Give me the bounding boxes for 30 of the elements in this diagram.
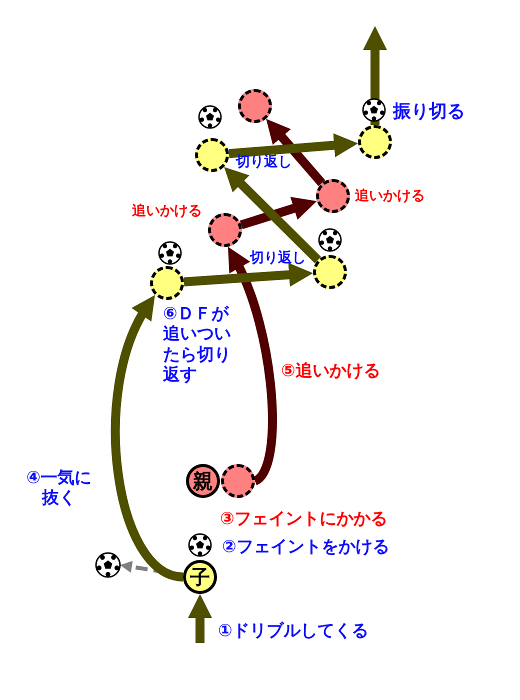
node-label: 追いかける bbox=[355, 188, 426, 205]
node-label: 切り返し bbox=[250, 250, 307, 267]
player-marker bbox=[221, 464, 255, 498]
arrow bbox=[266, 118, 326, 186]
player-marker bbox=[316, 179, 350, 213]
arrow bbox=[184, 262, 314, 287]
arrow bbox=[111, 294, 184, 582]
player-marker bbox=[313, 255, 347, 289]
edge-label: ⑤追いかける bbox=[281, 361, 382, 382]
arrow bbox=[188, 594, 212, 643]
node-label: 振り切る bbox=[393, 101, 466, 123]
node-label: ③フェイントにかかる bbox=[220, 509, 388, 530]
ball-icon bbox=[95, 552, 121, 578]
arrow bbox=[363, 26, 387, 125]
node-label: 切り返し bbox=[236, 154, 293, 171]
node-label: ⑥ＤＦが追いついたら切り返す bbox=[163, 304, 232, 386]
edge-label: ①ドリブルしてくる bbox=[218, 621, 370, 642]
player-circle: 親 bbox=[186, 464, 220, 498]
player-marker bbox=[238, 89, 272, 123]
arrow bbox=[224, 166, 322, 264]
node-label: ②フェイントをかける bbox=[222, 537, 390, 558]
player-marker bbox=[208, 213, 242, 247]
node-label: 追いかける bbox=[132, 203, 203, 220]
player-marker bbox=[150, 266, 184, 300]
edge-label: ④一気に抜く bbox=[25, 468, 93, 509]
arrow bbox=[240, 196, 317, 230]
arrow bbox=[228, 133, 358, 158]
player-marker bbox=[195, 138, 229, 172]
player-marker bbox=[358, 125, 392, 159]
player-circle: 子 bbox=[183, 560, 217, 594]
